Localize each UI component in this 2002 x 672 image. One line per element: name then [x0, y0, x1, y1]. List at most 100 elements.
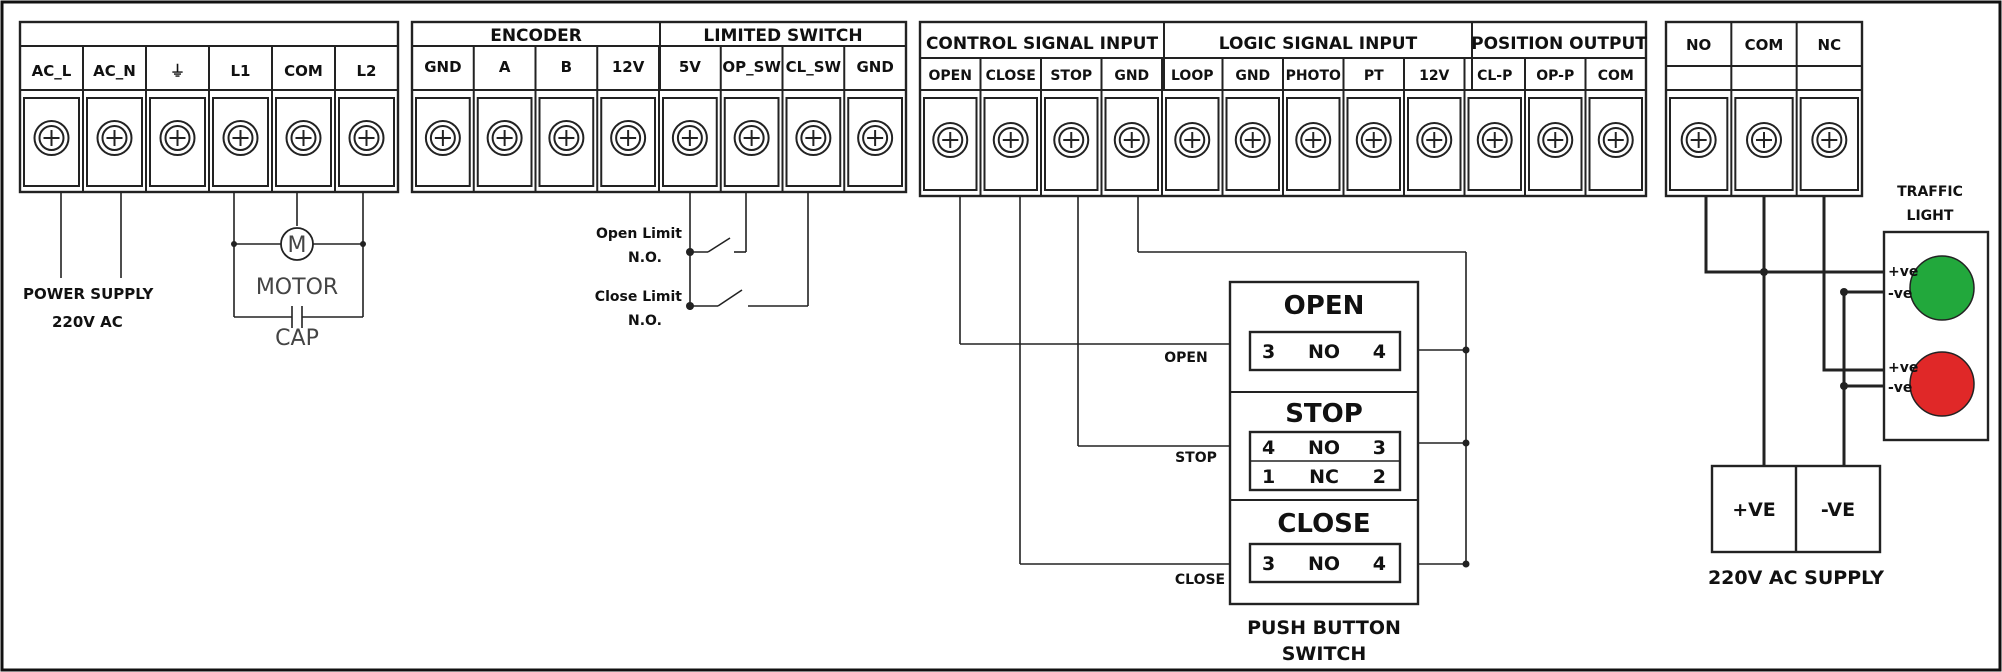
terminal-screw [1811, 122, 1848, 158]
motor-symbol [280, 227, 314, 261]
open-contact-type: NO [1308, 341, 1340, 363]
stop-wire-label: STOP [1175, 450, 1217, 466]
green-minus-label: -ve [1888, 286, 1912, 302]
power-supply-voltage: 220V AC [52, 313, 123, 331]
supply-minus-label: -VE [1821, 499, 1855, 521]
close-limit-type: N.O. [628, 313, 662, 329]
open-contact-left: 3 [1262, 341, 1275, 363]
terminal-label: 5V [679, 58, 701, 76]
terminal-screw [285, 120, 322, 156]
motor-label: MOTOR [256, 275, 338, 300]
terminal-screw [992, 122, 1029, 158]
terminal-slot [338, 97, 395, 187]
terminal-screw [1746, 122, 1782, 158]
red-minus-label: -ve [1888, 380, 1912, 396]
terminal-label: GND [1235, 68, 1270, 84]
stop-no-right: 3 [1373, 437, 1386, 459]
position-output-header: POSITION OUTPUT [1471, 34, 1647, 54]
control-signal-header: CONTROL SIGNAL INPUT [926, 34, 1159, 54]
terminal-label: COM [1598, 68, 1634, 84]
relay-terminal-block: NO COM NC [1664, 20, 1864, 198]
close-button-contact [1248, 542, 1402, 584]
motor-m-label: M [288, 233, 307, 258]
green-plus-label: +ve [1888, 264, 1918, 280]
terminal-label: ⏚ [170, 62, 185, 80]
terminal-screw [33, 120, 70, 156]
open-contact-right: 4 [1373, 341, 1386, 363]
stop-nc-right: 2 [1373, 466, 1386, 488]
terminal-screw [733, 120, 770, 156]
terminal-slot [86, 97, 143, 187]
red-plus-label: +ve [1888, 360, 1918, 376]
close-contact-left: 3 [1262, 553, 1275, 575]
terminal-label: OP_SW [722, 58, 781, 76]
terminal-label: NC [1818, 36, 1842, 54]
push-button-label-2: SWITCH [1282, 643, 1367, 665]
green-lamp [1909, 255, 1975, 321]
terminal-label: COM [1745, 36, 1784, 54]
stop-no-left: 4 [1262, 437, 1275, 459]
stop-no-type: NO [1308, 437, 1340, 459]
power-supply-label: POWER SUPPLY [23, 285, 155, 303]
stop-nc-type: NC [1309, 466, 1339, 488]
terminal-screw [159, 120, 196, 156]
terminal-screw [348, 120, 385, 156]
terminal-label: PHOTO [1286, 68, 1341, 84]
push-button-switch: OPEN 3 NO 4 STOP 4 NO 3 1 NC 2 CLOSE 3 N… [1228, 280, 1420, 665]
stop-nc-left: 1 [1262, 466, 1275, 488]
terminal-label: AC_N [93, 62, 136, 80]
terminal-screw [857, 120, 894, 156]
terminal-screw [1537, 122, 1574, 158]
terminal-label: CL-P [1477, 68, 1512, 84]
push-button-label: PUSH BUTTON [1247, 617, 1401, 639]
terminal-label: NO [1686, 36, 1711, 54]
terminal-screw [1295, 122, 1332, 158]
stop-button-title: STOP [1285, 399, 1363, 429]
supply-plus-label: +VE [1732, 499, 1776, 521]
close-button-title: CLOSE [1277, 509, 1370, 539]
terminal-screw [222, 120, 259, 156]
terminal-screw [1113, 122, 1150, 158]
terminal-screw [671, 120, 708, 156]
terminal-screw [548, 120, 585, 156]
close-wire-label: CLOSE [1175, 572, 1225, 588]
terminal-label: L2 [357, 62, 377, 80]
terminal-screw [1416, 122, 1453, 158]
open-limit-type: N.O. [628, 250, 662, 266]
terminal-screw [1053, 122, 1090, 158]
terminal-slot [847, 97, 903, 187]
terminal-screw [96, 120, 133, 156]
limit-switch-wiring: Open Limit N.O. Close Limit N.O. [595, 192, 809, 329]
push-button-wiring: OPEN STOP CLOSE [959, 196, 1470, 588]
capacitor-label: CAP [275, 326, 319, 351]
logic-signal-header: LOGIC SIGNAL INPUT [1219, 34, 1418, 54]
traffic-light-wiring [1704, 196, 1884, 470]
traffic-light-label: TRAFFIC [1897, 184, 1963, 200]
terminal-label: GND [1114, 68, 1149, 84]
terminal-label: GND [424, 58, 461, 76]
terminal-label: AC_L [32, 62, 72, 80]
traffic-light: TRAFFIC LIGHT +ve -ve +ve -ve [1882, 184, 1990, 442]
power-supply-wiring: POWER SUPPLY 220V AC [23, 192, 155, 331]
terminal-label: CL_SW [786, 58, 842, 76]
terminal-label: LOOP [1171, 68, 1214, 84]
open-limit-label: Open Limit [596, 226, 682, 242]
open-button-contact [1248, 330, 1402, 372]
terminal-label: PT [1364, 68, 1384, 84]
terminal-screw [1680, 122, 1717, 158]
terminal-label: 12V [1419, 68, 1449, 84]
close-contact-right: 4 [1373, 553, 1386, 575]
ac-supply: +VE -VE 220V AC SUPPLY [1708, 464, 1884, 589]
terminal-screw [795, 120, 832, 156]
close-limit-label: Close Limit [595, 289, 683, 305]
terminal-label: OPEN [929, 68, 972, 84]
terminal-screw [424, 120, 461, 156]
terminal-screw [610, 120, 647, 156]
open-wire-label: OPEN [1164, 350, 1207, 366]
traffic-light-label-2: LIGHT [1907, 208, 1954, 224]
terminal-screw [1476, 122, 1513, 158]
terminal-screw [1234, 122, 1271, 158]
